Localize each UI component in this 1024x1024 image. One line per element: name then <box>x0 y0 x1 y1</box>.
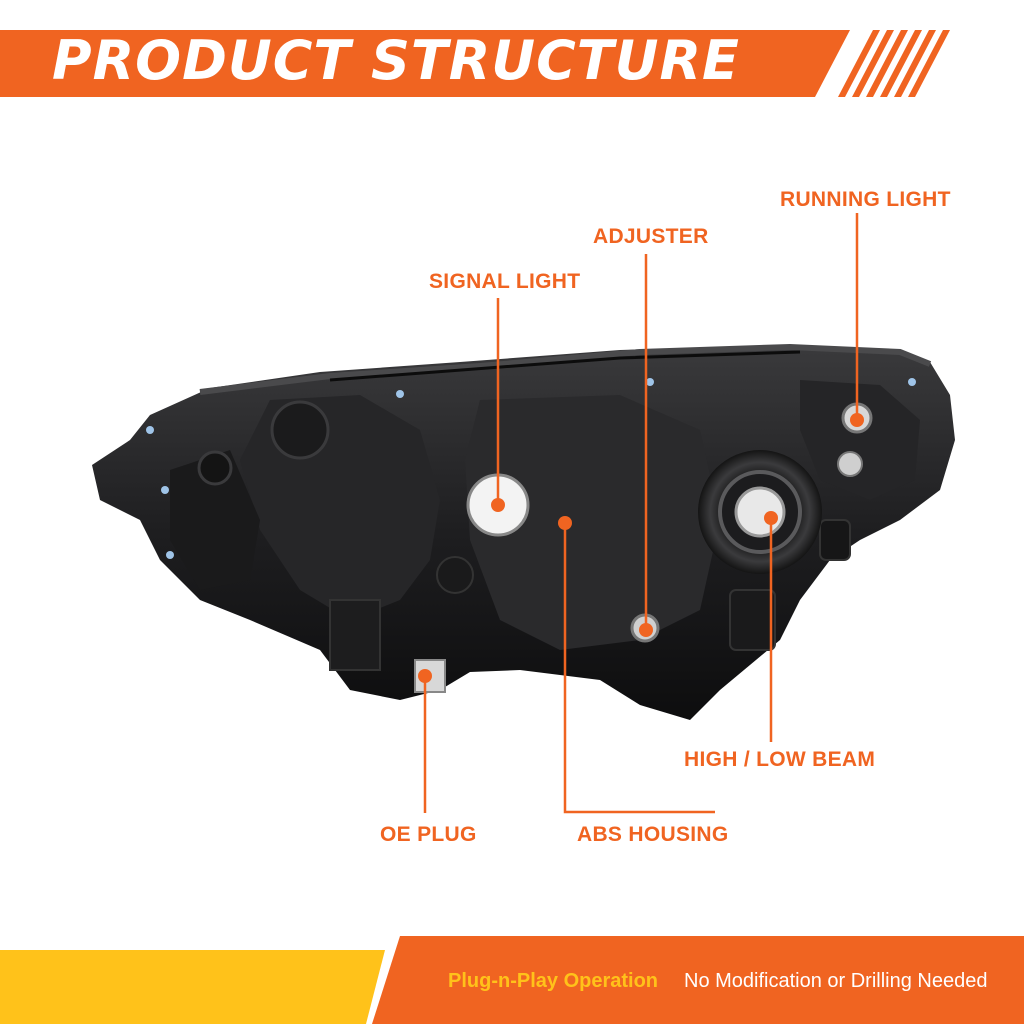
footer-band <box>0 936 1024 1024</box>
callout-lines <box>423 213 859 814</box>
label-high-low-beam: HIGH / LOW BEAM <box>684 748 876 771</box>
label-oe-plug: OE PLUG <box>380 823 477 846</box>
page-title: PRODUCT STRUCTURE <box>52 29 740 92</box>
callout-dots <box>418 413 864 683</box>
label-abs-housing: ABS HOUSING <box>577 823 729 846</box>
label-signal-light: SIGNAL LIGHT <box>429 270 581 293</box>
footer-accent-text: Plug-n-Play Operation <box>448 970 659 992</box>
label-adjuster: ADJUSTER <box>593 225 709 248</box>
footer-plain-text: No Modification or Drilling Needed <box>684 970 988 992</box>
decorative-stripes <box>838 30 950 97</box>
header-banner <box>0 30 950 97</box>
label-running-light: RUNNING LIGHT <box>780 188 951 211</box>
